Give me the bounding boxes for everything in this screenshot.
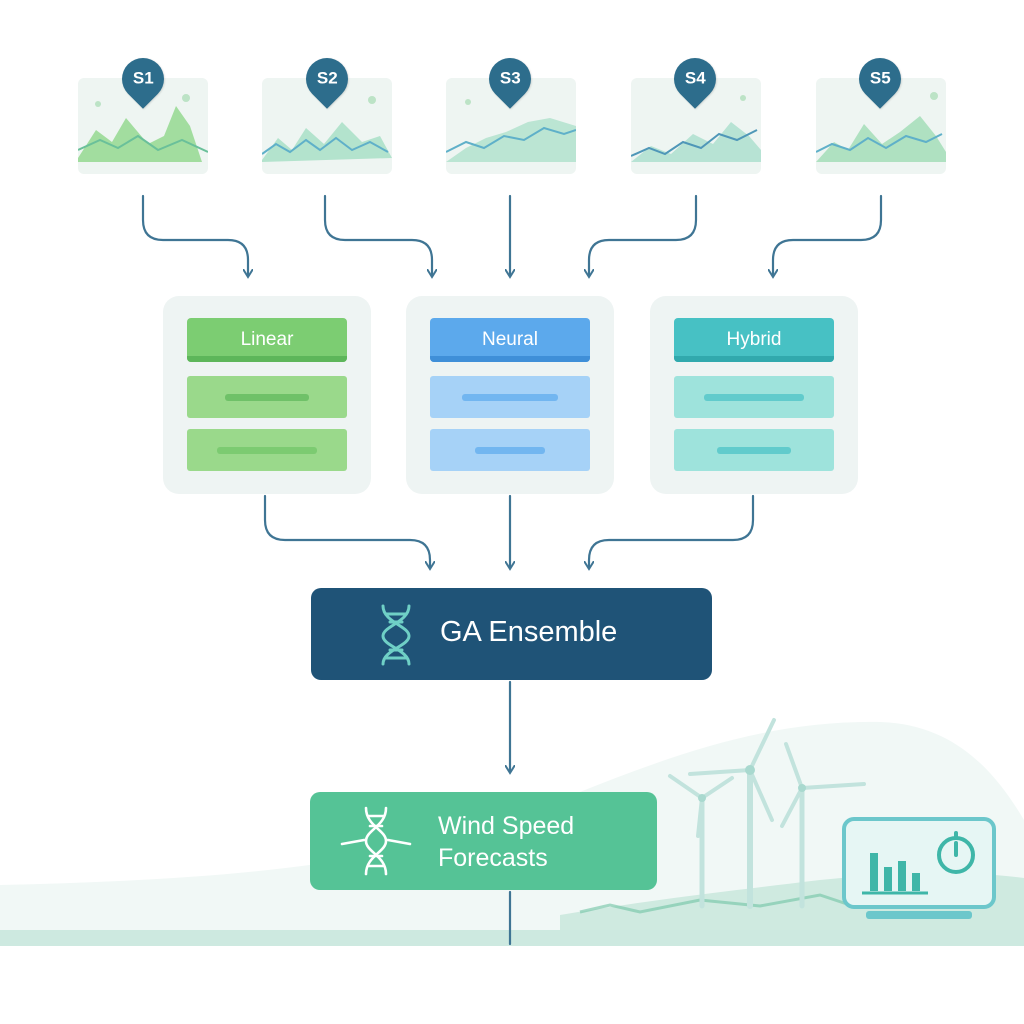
header-base bbox=[674, 356, 834, 362]
model-row bbox=[187, 429, 347, 471]
header-base bbox=[430, 356, 590, 362]
terrain-map-icon bbox=[446, 99, 576, 162]
header-base bbox=[187, 356, 347, 362]
site-label-s3: S3 bbox=[499, 69, 521, 89]
dashboard-chart-icon bbox=[842, 817, 996, 919]
ga-ensemble-box: GA Ensemble bbox=[311, 588, 712, 680]
arrow-s2-to-models bbox=[323, 194, 432, 274]
terrain-map-icon bbox=[78, 94, 208, 162]
dna-helix-icon bbox=[340, 806, 412, 876]
illegible-text bbox=[217, 446, 317, 454]
model-panel-linear: Linear bbox=[163, 296, 371, 494]
arrow-s4-to-models bbox=[589, 194, 698, 274]
model-row bbox=[674, 376, 834, 418]
illegible-text bbox=[462, 393, 558, 401]
illegible-text bbox=[225, 393, 309, 401]
site-card-s4 bbox=[631, 78, 761, 174]
terrain-map-icon bbox=[262, 96, 392, 162]
dna-helix-icon bbox=[381, 604, 411, 666]
terrain-map-icon bbox=[631, 95, 761, 162]
site-label-s1: S1 bbox=[132, 69, 154, 89]
forecast-label-line1: Wind Speed bbox=[438, 812, 575, 840]
ensemble-label: GA Ensemble bbox=[440, 616, 618, 648]
site-label-s5: S5 bbox=[869, 69, 891, 89]
model-row bbox=[187, 376, 347, 418]
site-card-s5 bbox=[816, 78, 946, 174]
site-label-s2: S2 bbox=[316, 69, 338, 89]
site-label-s4: S4 bbox=[684, 69, 706, 89]
arrow-s1-to-models bbox=[141, 194, 248, 274]
wind-turbine-icon bbox=[668, 718, 866, 909]
model-panel-hybrid: Hybrid bbox=[650, 296, 858, 494]
model-header-hybrid: Hybrid bbox=[674, 318, 834, 362]
model-label-hybrid: Hybrid bbox=[726, 329, 782, 350]
model-label-neural: Neural bbox=[482, 329, 538, 350]
illegible-text bbox=[704, 393, 804, 401]
forecast-output-box: Wind Speed Forecasts bbox=[310, 792, 657, 890]
model-label-linear: Linear bbox=[240, 329, 294, 350]
model-header-neural: Neural bbox=[430, 318, 590, 362]
model-row bbox=[674, 429, 834, 471]
illegible-text bbox=[475, 446, 545, 454]
forecast-label-line2: Forecasts bbox=[438, 844, 548, 872]
model-panel-neural: Neural bbox=[406, 296, 614, 494]
model-row bbox=[430, 376, 590, 418]
gauge-icon bbox=[937, 831, 975, 874]
arrow-linear-to-ensemble bbox=[263, 494, 430, 566]
arrow-s5-to-models bbox=[773, 194, 883, 274]
model-header-linear: Linear bbox=[187, 318, 347, 362]
arrow-hybrid-to-ensemble bbox=[589, 494, 755, 566]
terrain-map-icon bbox=[816, 92, 946, 162]
model-row bbox=[430, 429, 590, 471]
illegible-text bbox=[717, 446, 791, 454]
